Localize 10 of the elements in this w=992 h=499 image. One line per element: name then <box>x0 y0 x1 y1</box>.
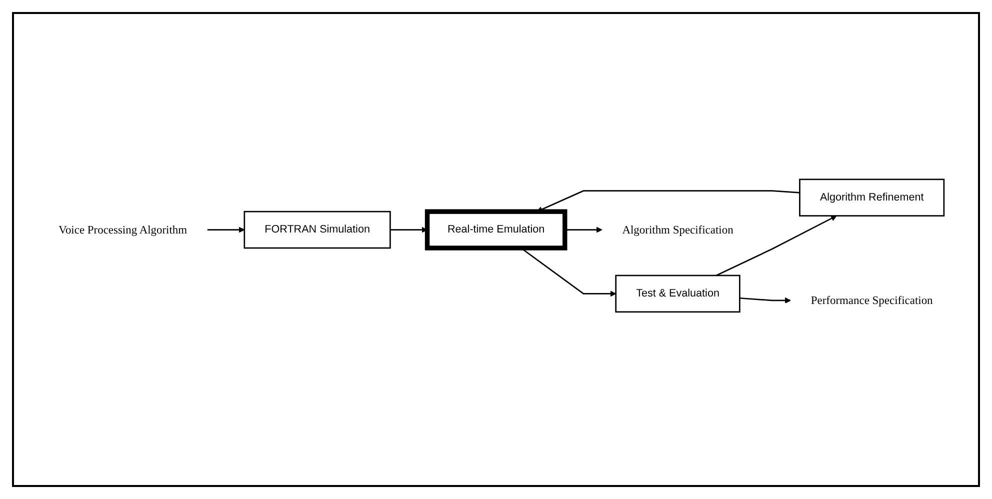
arrow <box>208 227 245 233</box>
node-box: Real-time Emulation <box>425 209 568 251</box>
arrow <box>740 298 792 304</box>
arrow <box>716 216 838 276</box>
node-text: Voice Processing Algorithm <box>58 223 188 236</box>
node-box: Test & Evaluation <box>615 275 741 313</box>
node-text: Performance Specification <box>811 294 934 307</box>
node-box: FORTRAN Simulation <box>244 211 392 249</box>
node-box: Algorithm Refinement <box>799 178 945 217</box>
node-text: Algorithm Specification <box>622 223 734 236</box>
